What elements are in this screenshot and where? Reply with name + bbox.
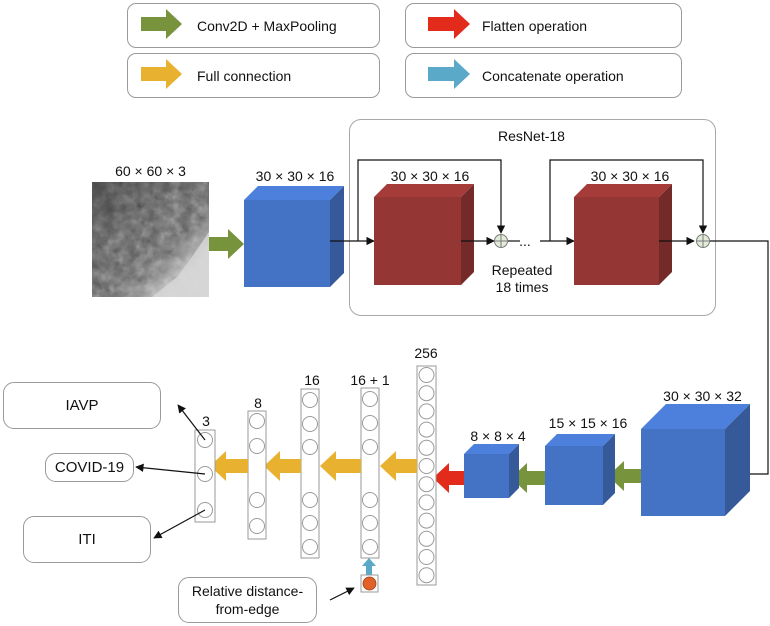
b8-size-label: 8 × 8 × 4 — [470, 428, 526, 444]
vector-256-node-8 — [418, 512, 435, 529]
vector-256-node-10 — [418, 549, 435, 565]
legend-conv-arrow — [141, 9, 182, 39]
vector-8-node-2 — [249, 492, 265, 508]
vector-8-node-0 — [249, 413, 265, 429]
vector-256 — [416, 365, 437, 586]
block-8 — [464, 454, 509, 498]
output-iavp-label: IAVP — [65, 397, 99, 414]
vector-17-node-5 — [362, 539, 378, 555]
stem-size-label: 30 × 30 × 16 — [255, 168, 335, 184]
conv-arrow-32-15 — [608, 461, 641, 491]
legend-flatten-label: Flatten operation — [482, 18, 588, 34]
res-block-1-top — [374, 184, 474, 197]
input-size-label: 60 × 60 × 3 — [115, 163, 186, 179]
vector-256-node-1 — [418, 385, 435, 402]
vector-17-node-3 — [362, 492, 378, 508]
conv-arrow-input — [209, 229, 244, 259]
vector-256-node-11 — [418, 567, 435, 584]
vector-17-node-0 — [362, 391, 378, 407]
out-to-iavp — [177, 404, 206, 441]
res-block-1 — [374, 197, 461, 285]
vector-256-node-9 — [418, 530, 435, 547]
repeated-label: Repeated 18 times — [491, 262, 553, 295]
vector-16-node-3 — [302, 492, 318, 508]
block-8-top — [464, 444, 519, 454]
fc-arrow-17-16 — [320, 451, 361, 481]
vector-256-node-5 — [418, 458, 435, 474]
vector-8-node-1 — [249, 438, 265, 454]
flatten-arrow — [433, 463, 464, 493]
resnet-to-b32 — [710, 240, 769, 479]
block-15 — [545, 446, 603, 505]
legend-fc-arrow — [141, 59, 182, 89]
skip-2 — [549, 159, 708, 241]
output-iti: ITI — [23, 516, 151, 563]
block-15-top — [545, 434, 615, 446]
conv-arrow-15-8 — [511, 463, 545, 493]
vector-16-node-1 — [302, 416, 318, 432]
res-block-2-side — [659, 184, 672, 285]
vector-16-node-0 — [302, 392, 318, 408]
v17-label: 16 + 1 — [350, 372, 390, 388]
vector-17 — [360, 387, 380, 559]
block-32 — [641, 429, 725, 516]
stem-block-top — [244, 186, 344, 200]
resblock2-size-label: 30 × 30 × 16 — [590, 168, 670, 184]
resnet-title: ResNet-18 — [498, 128, 565, 144]
legend-conv-label: Conv2D + MaxPooling — [197, 18, 337, 34]
block-32-top — [641, 404, 750, 429]
vector-16-node-4 — [302, 515, 318, 531]
fc-arrow-16-8 — [264, 451, 301, 481]
vector-256-node-3 — [418, 421, 435, 438]
block-15-side — [603, 434, 615, 505]
vector-256-node-7 — [418, 494, 435, 511]
distance-pointer — [329, 587, 355, 601]
b32-size-label: 30 × 30 × 32 — [663, 388, 742, 404]
legend-fc-label: Full connection — [197, 68, 292, 84]
res-block-2-top — [574, 184, 672, 197]
b15-size-label: 15 × 15 × 16 — [548, 415, 628, 431]
out-to-covid — [135, 463, 206, 475]
vector-256-node-0 — [418, 367, 435, 383]
v16-label: 16 — [304, 372, 320, 388]
vector-16-node-5 — [302, 539, 318, 555]
vector-16-node-2 — [302, 439, 318, 455]
fc-arrow-256-17 — [380, 451, 417, 481]
vector-256-node-2 — [418, 403, 435, 420]
block-32-side — [725, 404, 750, 516]
concat-arrow — [362, 558, 376, 575]
stem-block — [244, 200, 330, 287]
v256-label: 256 — [414, 345, 438, 361]
v8-label: 8 — [254, 395, 262, 411]
output-iti-label: ITI — [78, 531, 96, 548]
output-covid: COVID-19 — [45, 453, 134, 482]
distance-box-label: Relative distance- from-edge — [191, 583, 304, 617]
vector-8-node-3 — [249, 518, 265, 534]
v3-label: 3 — [202, 413, 210, 429]
output-covid-label: COVID-19 — [54, 459, 125, 476]
out-to-iti — [153, 509, 206, 539]
legend-concat-label: Concatenate operation — [482, 68, 624, 84]
vector-16 — [300, 388, 320, 559]
legend-concat-arrow — [428, 59, 470, 89]
output-iavp: IAVP — [3, 382, 161, 429]
resblock1-size-label: 30 × 30 × 16 — [390, 168, 470, 184]
vector-17-node-1 — [362, 415, 378, 431]
vector-256-node-6 — [418, 476, 435, 493]
block-8-side — [509, 444, 519, 498]
distance-box: Relative distance- from-edge — [178, 577, 317, 623]
res-block-1-side — [461, 184, 474, 285]
vector-17-node-2 — [362, 439, 378, 455]
res-block-2 — [574, 197, 659, 285]
input-image — [92, 182, 209, 297]
fc-arrow-8-3 — [210, 451, 248, 481]
distance-node — [362, 576, 377, 591]
ellipsis: ... — [519, 233, 531, 249]
vector-17-node-4 — [362, 515, 378, 531]
stem-block-side — [330, 186, 344, 287]
legend-flatten-arrow — [428, 9, 470, 39]
vector-256-node-4 — [418, 439, 435, 456]
skip-1 — [357, 159, 506, 241]
